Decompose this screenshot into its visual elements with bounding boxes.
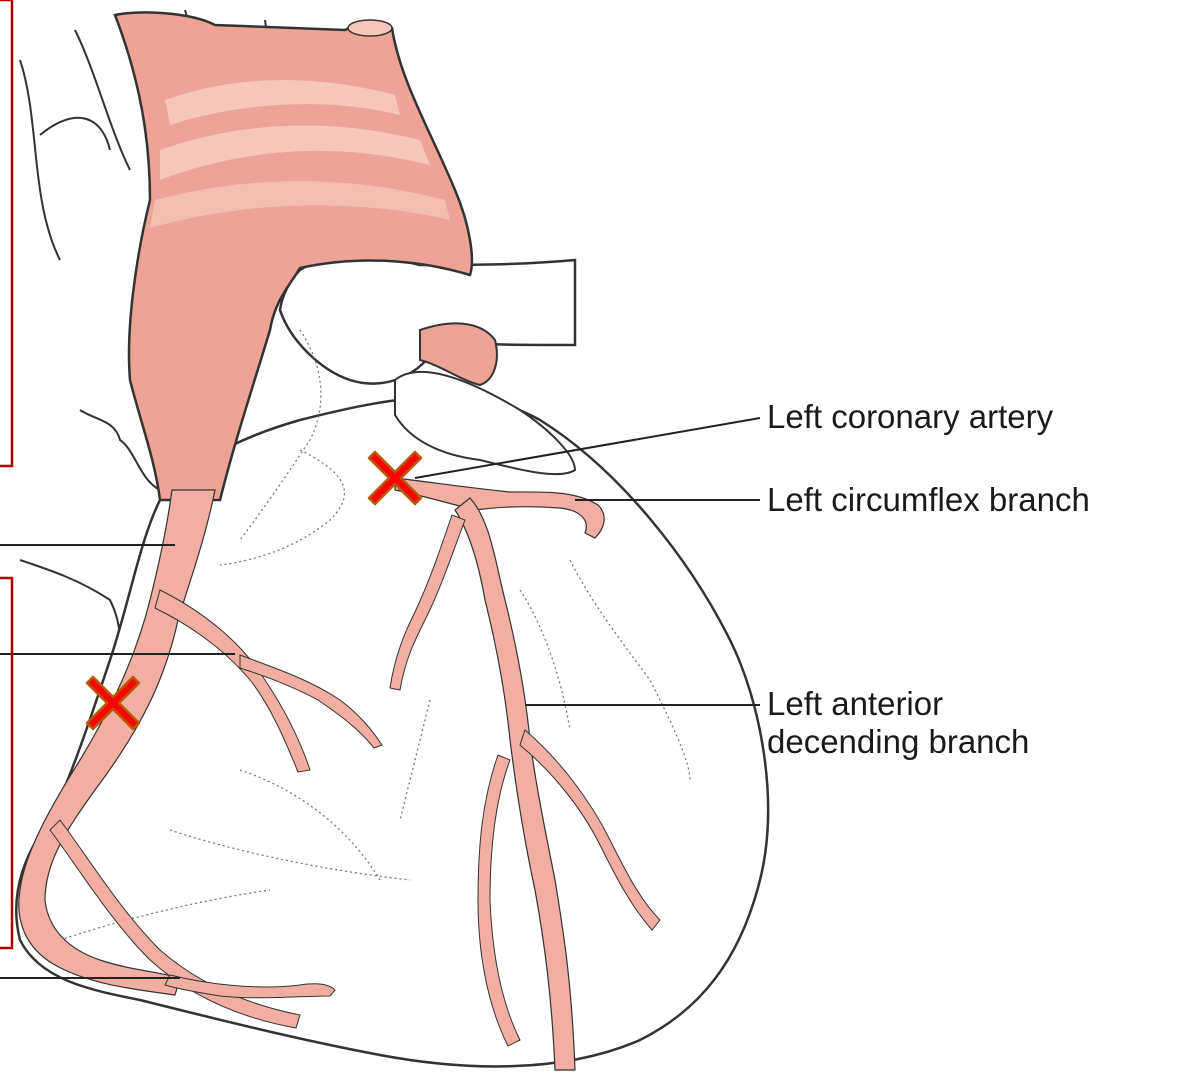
label-left-coronary-artery: Left coronary artery xyxy=(767,398,1053,436)
label-left-anterior-descending: Left anterior decending branch xyxy=(767,685,1029,761)
left-label-box-bottom xyxy=(0,578,12,948)
label-left-anterior-line2: decending branch xyxy=(767,723,1029,761)
label-left-anterior-line1: Left anterior xyxy=(767,685,1029,723)
left-label-box-top xyxy=(0,0,12,466)
label-left-circumflex-branch: Left circumflex branch xyxy=(767,481,1090,519)
aorta-top-opening xyxy=(348,20,392,36)
pulmonary-trunk xyxy=(280,256,575,383)
